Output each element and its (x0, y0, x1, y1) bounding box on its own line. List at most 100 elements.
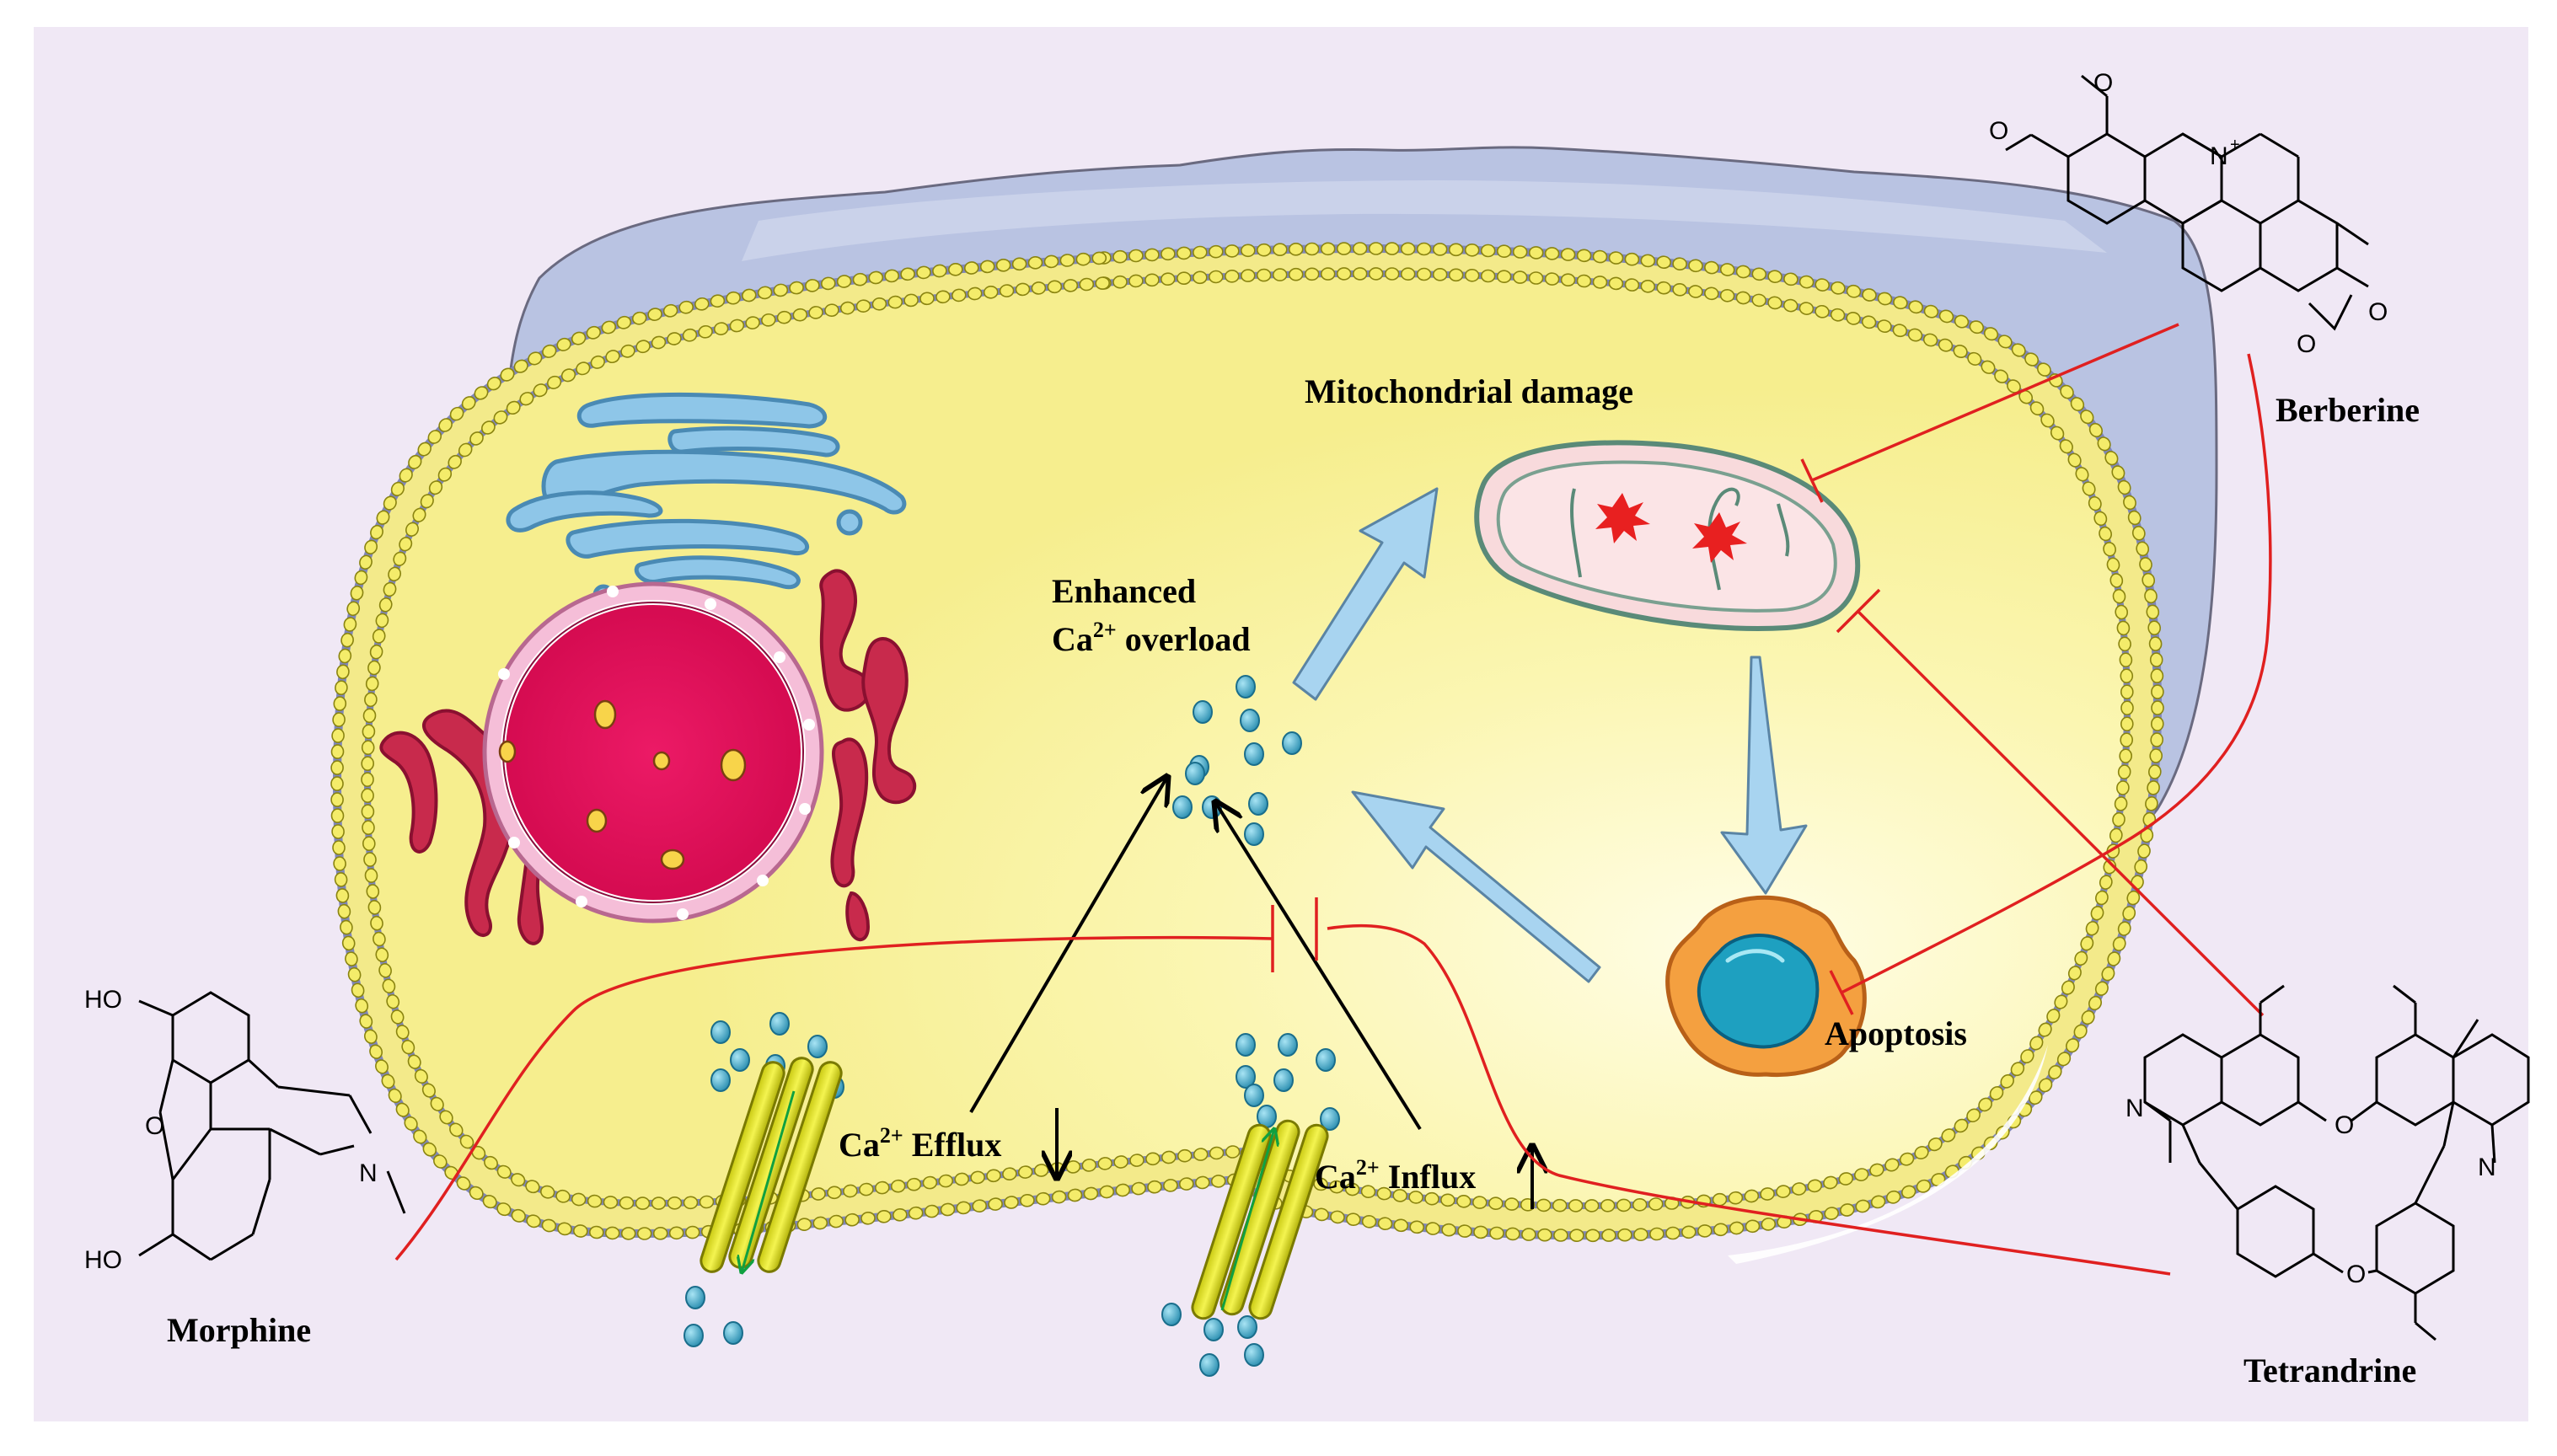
berberine-apoptosis-bar (1829, 970, 1854, 1015)
membrane-bead (1553, 1228, 1568, 1242)
membrane-bead (890, 1179, 906, 1193)
membrane-bead (2037, 362, 2051, 377)
membrane-bead (1067, 1188, 1083, 1202)
membrane-bead (855, 299, 871, 313)
membrane-bead (355, 998, 369, 1014)
membrane-bead (1368, 267, 1384, 281)
membrane-bead (1304, 267, 1320, 281)
membrane-bead (1031, 281, 1047, 295)
membrane-bead (2048, 1065, 2062, 1079)
membrane-bead (1966, 1108, 1981, 1123)
membrane-bead (1922, 333, 1938, 347)
membrane-bead (843, 1184, 858, 1198)
calcium-ion (710, 1068, 731, 1092)
membrane-bead (2127, 510, 2142, 526)
membrane-bead (1081, 1159, 1097, 1172)
membrane-bead (2094, 981, 2109, 996)
membrane-bead (1035, 1191, 1051, 1206)
membrane-bead (1020, 1193, 1035, 1207)
membrane-bead (1719, 288, 1735, 302)
berberine-charge-label: + (2230, 136, 2240, 154)
membrane-bead (2090, 905, 2104, 921)
membrane-bead (372, 629, 386, 644)
membrane-bead (1320, 267, 1336, 281)
membrane-bead (364, 539, 378, 554)
tetrandrine-mito-bar (1836, 588, 1881, 634)
membrane-bead (2085, 921, 2099, 936)
membrane-bead (1225, 244, 1240, 258)
apoptotic-cell (1665, 895, 1867, 1077)
membrane-bead (364, 692, 378, 708)
membrane-bead (1416, 267, 1432, 281)
membrane-bead (1209, 244, 1224, 259)
membrane-bead (369, 1044, 383, 1059)
membrane-bead (1552, 1198, 1568, 1212)
membrane-bead (361, 788, 374, 803)
membrane-bead (1163, 1179, 1178, 1192)
membrane-bead (1011, 257, 1027, 271)
membrane-bead (1830, 308, 1846, 322)
membrane-bead (1938, 338, 1954, 352)
membrane-bead (335, 680, 348, 695)
membrane-bead (556, 337, 571, 351)
membrane-bead (1015, 282, 1031, 297)
efflux-ca-symbol: Ca (839, 1126, 880, 1164)
membrane-bead (2147, 764, 2162, 779)
membrane-bead (2080, 410, 2094, 425)
membrane-bead (533, 383, 548, 398)
membrane-bead (938, 1174, 954, 1188)
membrane-bead (761, 313, 776, 327)
label-calcium-influx: Ca2+ Influx (1315, 1155, 1476, 1196)
membrane-bead (2134, 859, 2148, 875)
membrane-bead (2151, 684, 2164, 699)
morphine-hydroxyl-label: HO (84, 1246, 122, 1274)
membrane-bead (667, 1196, 683, 1210)
membrane-bead (474, 386, 489, 400)
membrane-bead (345, 951, 358, 966)
calcium-ion (730, 1048, 750, 1072)
membrane-bead (1424, 1191, 1439, 1206)
membrane-bead (651, 335, 667, 350)
membrane-bead (586, 325, 601, 340)
membrane-bead (805, 279, 820, 292)
membrane-bead (587, 1194, 603, 1208)
membrane-bead (2131, 526, 2146, 541)
membrane-bead (1177, 1148, 1193, 1163)
drug-label-morphine: Morphine (167, 1311, 311, 1349)
membrane-bead (407, 1054, 421, 1069)
membrane-bead (954, 1172, 969, 1186)
membrane-bead (620, 1227, 636, 1240)
membrane-bead (827, 1186, 842, 1200)
membrane-bead (2067, 452, 2082, 468)
membrane-bead (1744, 1189, 1760, 1203)
membrane-bead (952, 288, 967, 302)
membrane-bead (1464, 268, 1480, 282)
membrane-bead (1112, 275, 1128, 289)
membrane-bead (340, 919, 353, 935)
membrane-bead (1400, 242, 1416, 256)
membrane-bead (1815, 304, 1830, 318)
membrane-bead (469, 1186, 484, 1201)
membrane-bead (1885, 1190, 1901, 1204)
membrane-bead (1457, 1224, 1472, 1238)
membrane-bead (571, 331, 587, 345)
membrane-bead (859, 1182, 874, 1196)
membrane-bead (2150, 716, 2164, 731)
membrane-bead (1601, 1228, 1616, 1242)
membrane-bead (1002, 1167, 1017, 1181)
inhibition-lines (394, 323, 2272, 1276)
membrane-bead (2070, 397, 2085, 412)
membrane-bead (2118, 636, 2131, 652)
membrane-bead (1129, 1154, 1144, 1167)
membrane-bead (922, 1175, 938, 1190)
membrane-bead (1969, 320, 1984, 335)
membrane-bead (1978, 1097, 1992, 1112)
membrane-bead (330, 744, 345, 759)
membrane-bead (590, 355, 605, 369)
influx-ca-charge: 2+ (1356, 1155, 1380, 1180)
membrane-bead (2150, 732, 2164, 747)
tetrandrine-inhibition-line (1327, 923, 2171, 1276)
membrane-bead (979, 260, 995, 274)
membrane-bead (361, 756, 375, 771)
membrane-bead (2103, 542, 2116, 557)
